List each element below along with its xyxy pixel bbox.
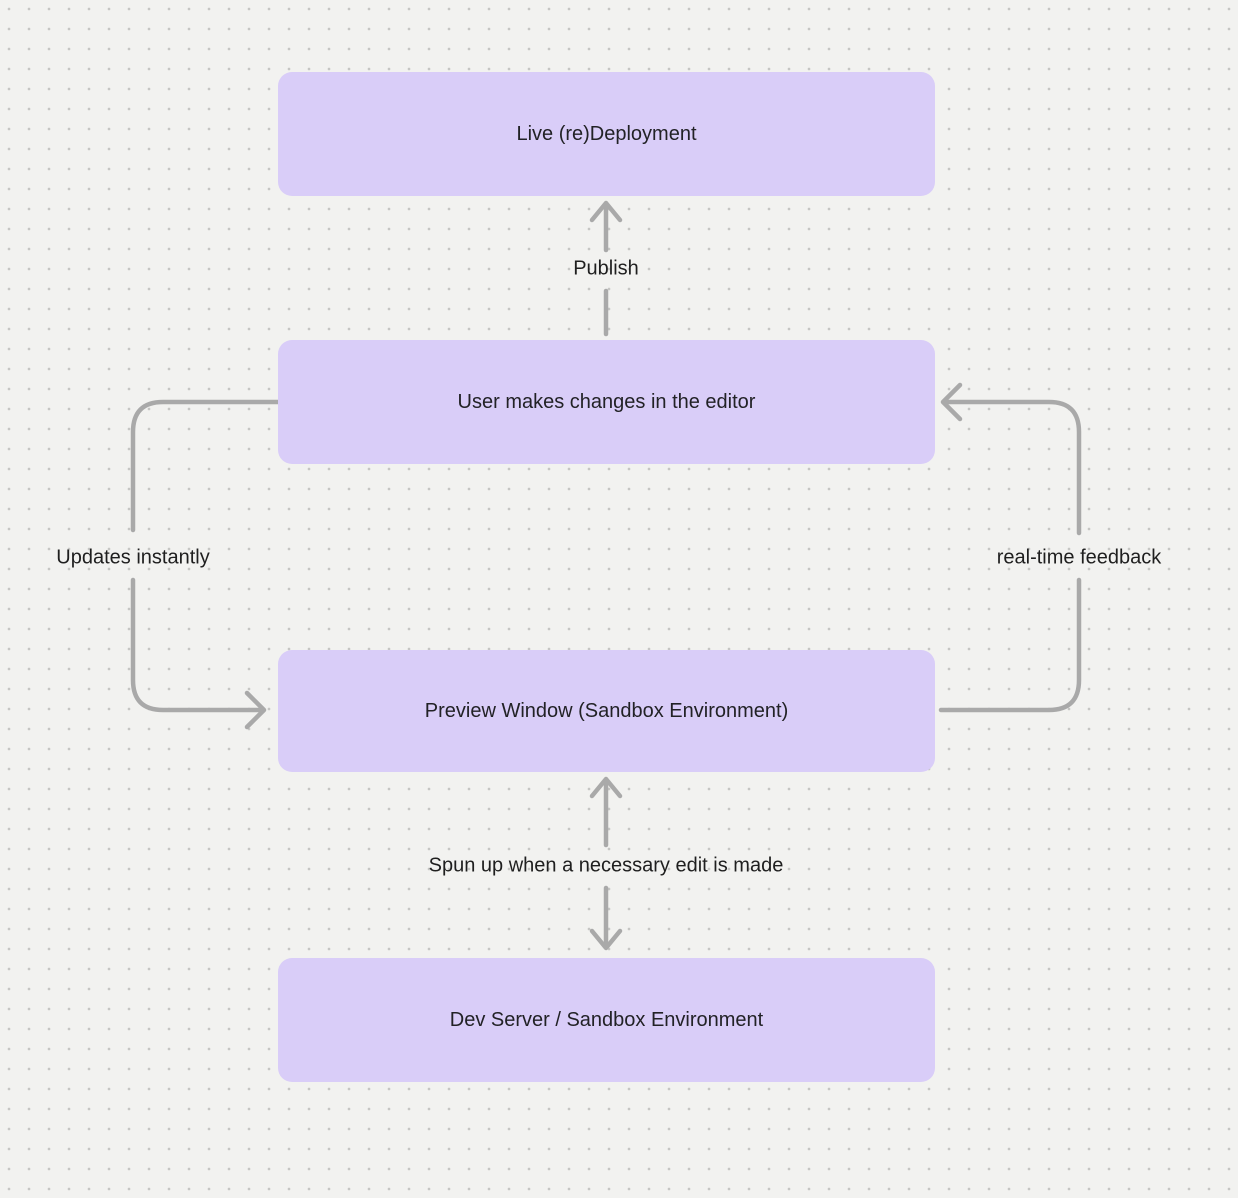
- arrowhead-up-icon: [589, 200, 623, 223]
- node-dev-server: Dev Server / Sandbox Environment: [278, 958, 935, 1082]
- edge-feedback-segment-upper: [943, 399, 1082, 536]
- edge-label-updates-instantly: Updates instantly: [56, 546, 210, 569]
- edge-label-publish: Publish: [573, 257, 639, 280]
- edge-real-time-feedback: [938, 382, 1082, 713]
- arrowhead-right-icon: [244, 690, 267, 730]
- edge-updates-segment-upper: [130, 399, 281, 533]
- arrowhead-down-icon: [589, 928, 623, 951]
- node-preview-window: Preview Window (Sandbox Environment): [278, 650, 935, 772]
- node-live-deployment: Live (re)Deployment: [278, 72, 935, 196]
- edge-updates-segment-lower: [130, 577, 264, 713]
- edge-updates-instantly: [130, 399, 281, 730]
- edge-label-real-time-feedback: real-time feedback: [996, 546, 1162, 569]
- arrowhead-up-icon: [589, 776, 623, 799]
- edge-label-spun-up: Spun up when a necessary edit is made: [428, 854, 784, 877]
- edge-spun-up: [589, 776, 623, 951]
- node-user-changes: User makes changes in the editor: [278, 340, 935, 464]
- edge-publish: [589, 200, 623, 337]
- edge-feedback-segment-lower: [938, 577, 1082, 713]
- arrowhead-left-icon: [940, 382, 963, 422]
